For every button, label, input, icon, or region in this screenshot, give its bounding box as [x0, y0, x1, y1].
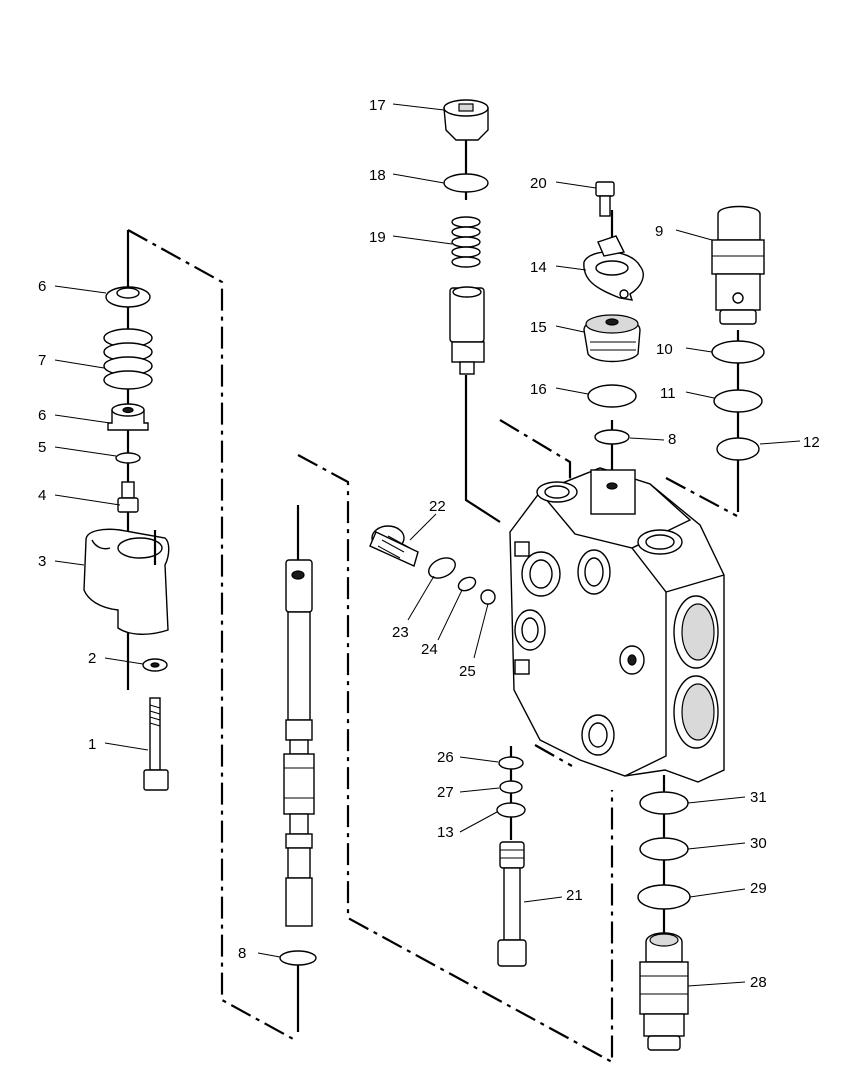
- part-27-ring: [499, 780, 523, 794]
- callout-1: 1: [88, 736, 96, 753]
- part-8-upper-ring: [594, 429, 630, 445]
- part-6-lower-retainer: [107, 403, 149, 431]
- callout-24: 24: [421, 641, 438, 658]
- part-13-ring: [496, 802, 526, 818]
- part-23-oring: [428, 557, 456, 579]
- callout-4: 4: [38, 487, 46, 504]
- callout-9: 9: [655, 223, 663, 240]
- callout-6-top: 6: [38, 278, 46, 295]
- part-6-top-retainer: [105, 286, 151, 308]
- part-21-cartridge: [497, 841, 527, 967]
- part-15-filter-cap: [583, 314, 641, 363]
- callout-17: 17: [369, 97, 386, 114]
- leader-lines: [54, 103, 801, 987]
- callout-22: 22: [429, 498, 446, 515]
- part-3-housing: [83, 528, 170, 635]
- part-31-ring: [639, 791, 689, 815]
- callout-23: 23: [392, 624, 409, 641]
- part-24-ring: [457, 576, 477, 592]
- part-28-cartridge: [639, 932, 689, 1051]
- relief-plunger: [449, 286, 485, 375]
- callout-10: 10: [656, 341, 673, 358]
- callout-20: 20: [530, 175, 547, 192]
- part-17-plug: [443, 99, 489, 141]
- callout-6-lower: 6: [38, 407, 46, 424]
- part-12-ring: [716, 437, 760, 461]
- callout-14: 14: [530, 259, 547, 276]
- part-4-bushing: [117, 481, 139, 513]
- part-16-oring: [587, 384, 637, 408]
- callout-27: 27: [437, 784, 454, 801]
- callout-25: 25: [459, 663, 476, 680]
- part-7-spring: [103, 328, 153, 390]
- part-8-lower-ring: [279, 950, 317, 966]
- callout-3: 3: [38, 553, 46, 570]
- spool: [283, 559, 315, 927]
- callout-28: 28: [750, 974, 767, 991]
- part-29-ring: [637, 884, 691, 910]
- callout-labels: 6 7 6 5 4 3 2 1 8 17 18 19 20 14 15 16 8…: [38, 97, 820, 991]
- callout-15: 15: [530, 319, 547, 336]
- callout-30: 30: [750, 835, 767, 852]
- callout-5: 5: [38, 439, 46, 456]
- callout-8-lower: 8: [238, 945, 246, 962]
- callout-11: 11: [660, 385, 676, 402]
- part-11-ring: [713, 389, 763, 413]
- callout-7: 7: [38, 352, 46, 369]
- callout-12: 12: [803, 434, 820, 451]
- part-19-spring: [451, 216, 481, 268]
- part-25-ball: [480, 589, 496, 605]
- part-2-washer: [142, 658, 168, 672]
- part-10-ring: [711, 340, 765, 364]
- valve-body: [509, 467, 725, 783]
- callout-21: 21: [566, 887, 583, 904]
- part-20-screw: [595, 181, 615, 217]
- callout-26: 26: [437, 749, 454, 766]
- callout-13: 13: [437, 824, 454, 841]
- callout-18: 18: [369, 167, 386, 184]
- part-18-oring: [443, 173, 489, 193]
- callout-8-upper: 8: [668, 431, 676, 448]
- part-30-ring: [639, 837, 689, 861]
- callout-31: 31: [750, 789, 767, 806]
- part-26-ring: [498, 756, 524, 770]
- part-1-bolt: [143, 697, 169, 791]
- callout-29: 29: [750, 880, 767, 897]
- callout-2: 2: [88, 650, 96, 667]
- part-14-cover-plate: [583, 235, 644, 301]
- callout-19: 19: [369, 229, 386, 246]
- part-5-ring: [115, 452, 141, 464]
- part-22-check-valve: [369, 525, 419, 567]
- part-9-valve-cartridge: [711, 205, 765, 325]
- callout-16: 16: [530, 381, 547, 398]
